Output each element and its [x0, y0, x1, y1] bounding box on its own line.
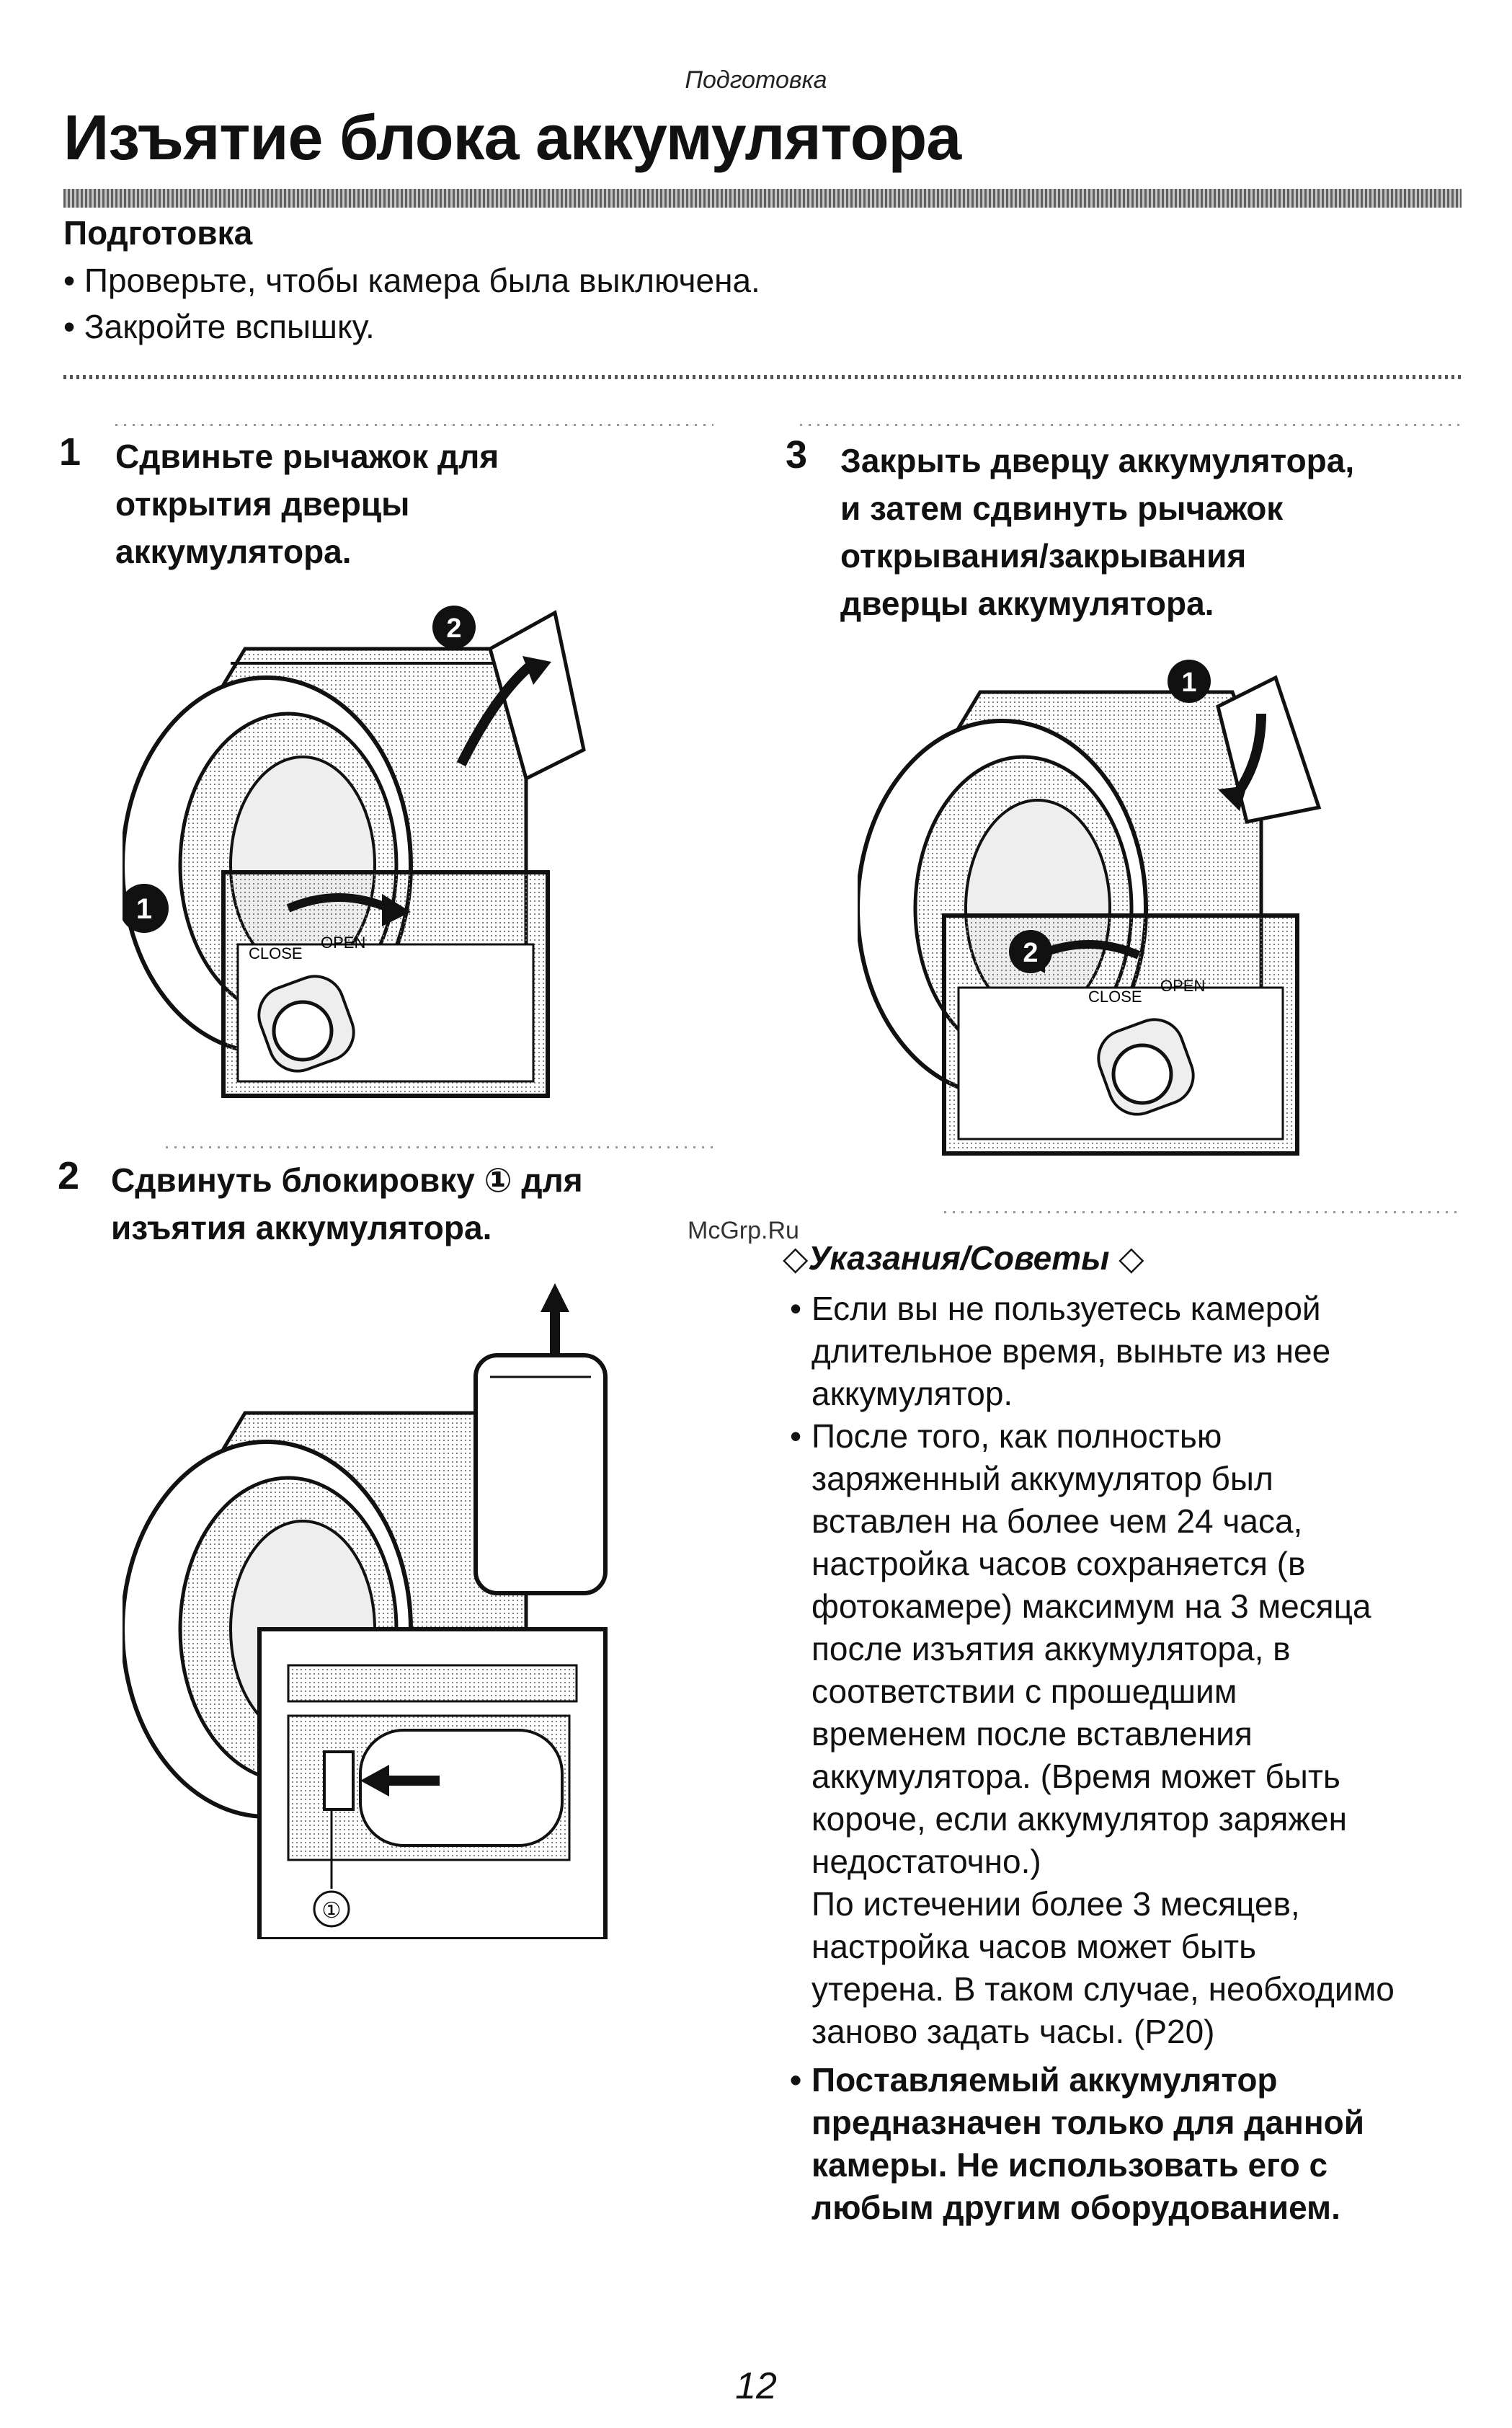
tip-line: длительное время, выньте из нее: [811, 1332, 1331, 1370]
dial-close-label: CLOSE: [1088, 988, 1142, 1006]
tip-line: временем после вставления: [811, 1715, 1253, 1753]
title-rule: [63, 189, 1462, 208]
step-text: Сдвиньте рычажок для открытия дверцы акк…: [115, 433, 499, 575]
column-divider: [800, 424, 1463, 426]
tip-line: утерена. В таком случае, необходимо: [811, 1970, 1395, 2008]
step-number: 2: [58, 1154, 80, 1197]
tip-line: вставлен на более чем 24 часа,: [811, 1502, 1303, 1540]
tip-line: Поставляемый аккумулятор: [811, 2061, 1278, 2099]
bullet-icon: •: [790, 2061, 802, 2099]
column-divider: [115, 424, 713, 426]
tip-line: настройка часов сохраняется (в: [811, 1545, 1306, 1582]
tip-line: заново задать часы. (P20): [811, 2013, 1215, 2050]
diamond-icon: ◇: [1119, 1239, 1144, 1277]
tip-line: любым другим оборудованием.: [811, 2189, 1340, 2226]
step-line: открывания/закрывания: [840, 537, 1247, 575]
diamond-icon: ◇: [783, 1239, 809, 1277]
step-line: Сдвиньте рычажок для: [115, 438, 499, 475]
step-line: дверцы аккумулятора.: [840, 585, 1214, 622]
step-line: аккумулятора.: [115, 533, 352, 570]
camera-close-door-illustration: CLOSE OPEN 2 1: [858, 660, 1322, 1156]
watermark: McGrp.Ru: [688, 1217, 799, 1244]
tips-heading-text: Указания/Советы: [808, 1239, 1110, 1277]
tip-line: соответствии с прошедшим: [811, 1672, 1237, 1710]
step-number: 3: [786, 433, 808, 477]
svg-text:2: 2: [1023, 938, 1038, 968]
svg-text:1: 1: [136, 893, 152, 925]
column-divider: [944, 1211, 1463, 1213]
step-text: Сдвинуть блокировку ① для изъятия аккуму…: [111, 1156, 583, 1251]
step-number: 1: [59, 430, 81, 474]
page-number: 12: [735, 2365, 777, 2407]
lock-marker: ①: [322, 1899, 342, 1923]
tip-item: • Если вы не пользуетесь камерой длитель…: [790, 1288, 1460, 1415]
marker-2: [432, 606, 476, 649]
marker-1: [1168, 660, 1211, 703]
tip-line: После того, как полностью: [811, 1417, 1222, 1455]
step-line: Закрыть дверцу аккумулятора,: [840, 442, 1355, 479]
tip-line: настройка часов может быть: [811, 1928, 1257, 1965]
preparation-heading: Подготовка: [63, 214, 253, 252]
section-label: Подготовка: [685, 66, 827, 94]
dial-open-label: OPEN: [321, 934, 365, 952]
step-line: и затем сдвинуть рычажок: [840, 489, 1284, 527]
tip-item: • Поставляемый аккумулятор предназначен …: [790, 2059, 1460, 2229]
tip-line: По истечении более 3 месяцев,: [811, 1885, 1300, 1923]
camera-open-lever-illustration: CLOSE OPEN 1 2: [123, 606, 586, 1098]
dial-close-label: CLOSE: [249, 944, 303, 962]
marker-1: [123, 884, 169, 933]
bullet-icon: •: [790, 1417, 802, 1455]
step-text: Закрыть дверцу аккумулятора, и затем сдв…: [840, 437, 1354, 627]
step-line: изъятия аккумулятора.: [111, 1209, 492, 1246]
tip-line: после изъятия аккумулятора, в: [811, 1630, 1291, 1667]
preparation-item: • Закройте вспышку.: [63, 308, 375, 345]
svg-text:2: 2: [446, 613, 461, 644]
step-line: Сдвинуть блокировку ① для: [111, 1161, 583, 1199]
battery-removal-illustration: ①: [123, 1283, 608, 1939]
dial-open-label: OPEN: [1160, 977, 1205, 995]
tip-line: предназначен только для данной: [811, 2104, 1364, 2141]
tip-line: аккумулятора. (Время может быть: [811, 1758, 1340, 1795]
svg-text:1: 1: [1181, 668, 1196, 698]
tip-line: фотокамере) максимум на 3 месяца: [811, 1587, 1371, 1625]
tip-item: • После того, как полностью заряженный а…: [790, 1415, 1460, 2053]
page-title: Изъятие блока аккумулятора: [63, 102, 961, 173]
tip-line: камеры. Не использовать его с: [811, 2146, 1328, 2184]
tips-heading: ◇Указания/Советы ◇: [783, 1239, 1144, 1277]
preparation-item: • Проверьте, чтобы камера была выключена…: [63, 262, 760, 299]
tip-line: короче, если аккумулятор заряжен: [811, 1800, 1348, 1838]
column-divider: [166, 1146, 713, 1148]
tip-line: Если вы не пользуетесь камерой: [811, 1290, 1321, 1327]
tip-line: аккумулятор.: [811, 1375, 1013, 1412]
bullet-icon: •: [790, 1290, 802, 1327]
tip-line: заряженный аккумулятор был: [811, 1460, 1273, 1497]
tip-line: недостаточно.): [811, 1843, 1041, 1880]
marker-2: [1009, 930, 1052, 973]
section-divider: [63, 375, 1462, 379]
step-line: открытия дверцы: [115, 485, 410, 523]
